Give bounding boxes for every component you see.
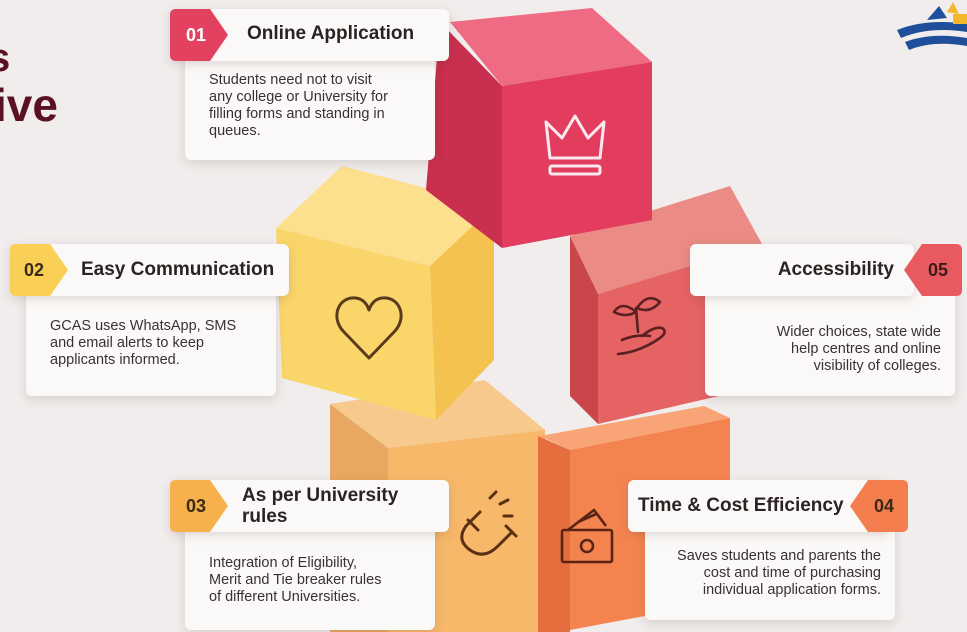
cube-2 xyxy=(276,166,494,420)
item-2-title: Easy Communication xyxy=(81,259,275,280)
item-3-badge xyxy=(170,480,228,532)
item-4-number: 04 xyxy=(873,495,895,516)
item-card-5: Wider choices, state wide help centres a… xyxy=(705,278,955,396)
item-5-number: 05 xyxy=(927,259,949,280)
heart-icon xyxy=(335,296,403,360)
item-3-number: 03 xyxy=(185,495,207,516)
item-5-title: Accessibility xyxy=(777,259,894,280)
title-line-2: ive xyxy=(0,79,58,131)
item-4-description: Saves students and parents the cost and … xyxy=(677,548,881,598)
item-1-header: Online Application xyxy=(170,9,449,61)
cube-1 xyxy=(426,8,652,248)
item-4-header: Time & Cost Efficiency xyxy=(628,480,890,532)
item-1-description: Students need not to visit any college o… xyxy=(209,72,388,139)
money-icon xyxy=(560,508,614,564)
title-line-1: s xyxy=(0,38,58,82)
item-5-header: Accessibility xyxy=(690,244,914,296)
crown-icon xyxy=(544,114,606,176)
item-card-4: Saves students and parents the cost and … xyxy=(645,516,895,620)
item-card-2: GCAS uses WhatsApp, SMS and email alerts… xyxy=(26,276,276,396)
item-3-title: As per University rules xyxy=(242,485,399,527)
item-1-number: 01 xyxy=(185,24,207,45)
magnet-icon xyxy=(460,490,518,556)
item-2-description: GCAS uses WhatsApp, SMS and email alerts… xyxy=(50,318,237,368)
item-5-description: Wider choices, state wide help centres a… xyxy=(776,324,941,374)
plant-hand-icon xyxy=(612,296,666,356)
item-1-title: Online Application xyxy=(247,23,415,44)
item-2-badge xyxy=(10,244,68,296)
item-4-title: Time & Cost Efficiency xyxy=(638,495,844,516)
item-2-number: 02 xyxy=(23,259,45,280)
item-5-badge xyxy=(904,244,962,296)
page-title: s ive xyxy=(0,38,58,128)
item-3-description: Integration of Eligibility, Merit and Ti… xyxy=(209,555,382,605)
logo-icon xyxy=(897,2,967,50)
item-4-badge xyxy=(850,480,908,532)
item-card-3: Integration of Eligibility, Merit and Ti… xyxy=(185,520,435,630)
item-1-badge xyxy=(170,9,228,61)
